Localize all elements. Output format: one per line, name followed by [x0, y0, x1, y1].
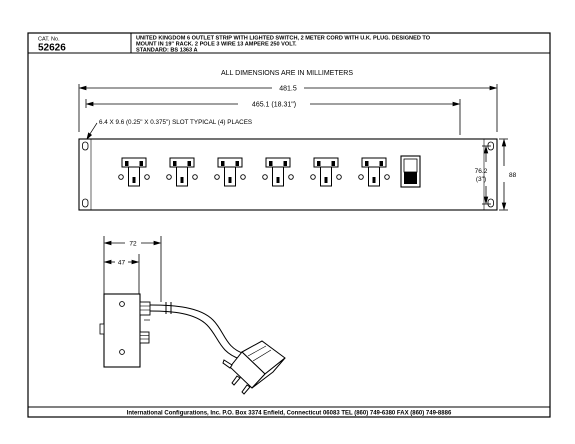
side-dimensions	[103, 236, 162, 302]
outlet	[310, 157, 342, 187]
company-line: International Configurations, Inc. P.O. …	[127, 411, 452, 417]
overall-width-label: 481.5	[279, 86, 297, 93]
units-note: ALL DIMENSIONS ARE IN MILLIMETERS	[221, 70, 353, 77]
outlet	[166, 157, 198, 187]
panel-height-mm: 76.2	[475, 168, 488, 175]
mount-spacing-dimension	[85, 99, 461, 135]
slot-leader	[86, 122, 98, 141]
lighted-switch	[400, 155, 421, 188]
description-line-2: MOUNT IN 19" RACK. 2 POLE 3 WIRE 13 AMPE…	[136, 42, 297, 48]
outlet	[214, 157, 246, 187]
title-block: CAT. No. 52626 UNITED KINGDOM 6 OUTLET S…	[28, 33, 550, 54]
uk-plug	[222, 340, 286, 395]
front-panel	[78, 138, 498, 211]
cat-number: 52626	[38, 43, 66, 54]
overall-height: 88	[509, 172, 517, 179]
panel-height-in: (3")	[476, 176, 486, 183]
description-line-3: STANDARD: BS 1363 A	[136, 48, 198, 54]
outlet	[358, 157, 390, 187]
power-cord	[149, 302, 246, 360]
height-dimension	[482, 138, 508, 211]
mount-spacing-label: 465.1 (18.31")	[252, 102, 296, 109]
description-line-1: UNITED KINGDOM 6 OUTLET STRIP WITH LIGHT…	[136, 36, 431, 42]
mount-slot-bottom-right	[487, 198, 494, 208]
mount-slot-top-left	[82, 141, 89, 151]
outlet	[118, 157, 150, 187]
cat-label: CAT. No.	[38, 37, 60, 43]
outlets-group	[118, 157, 390, 187]
outlet	[262, 157, 294, 187]
side-view	[99, 293, 151, 368]
slot-note: 6.4 X 9.6 (0.25" X 0.375") SLOT TYPICAL …	[99, 119, 252, 126]
overall-width-dimension	[78, 84, 498, 132]
side-offset-label: 47	[118, 260, 126, 267]
sheet-border	[27, 32, 551, 418]
mount-slot-bottom-left	[82, 198, 89, 208]
side-depth-label: 72	[129, 241, 137, 248]
